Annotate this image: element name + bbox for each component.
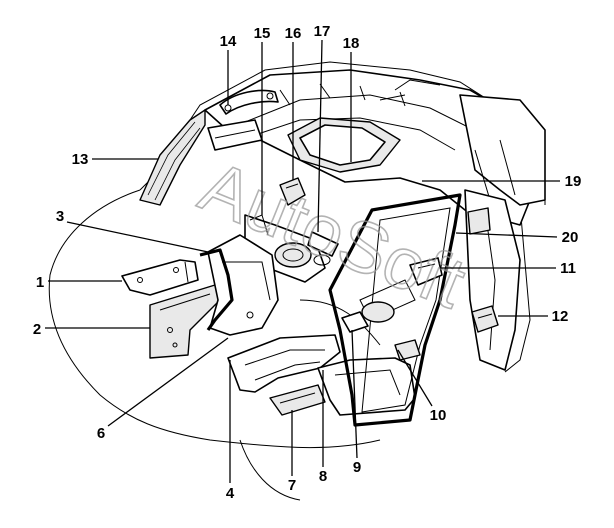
callout-7: 7	[288, 477, 296, 494]
grab-handle	[219, 89, 279, 115]
leader-line-3	[66, 221, 209, 253]
wheel-arch-trim	[199, 234, 279, 336]
callout-17: 17	[314, 23, 331, 40]
upper-bracket	[207, 119, 263, 151]
rear-inner-structure	[204, 69, 546, 371]
callout-20: 20	[562, 229, 579, 246]
leader-lines	[45, 39, 560, 483]
connector-part	[307, 231, 339, 266]
callout-16: 16	[285, 25, 302, 42]
clip-part	[279, 177, 306, 206]
callout-14: 14	[220, 33, 237, 50]
leader-line-10	[397, 349, 433, 407]
floor-plate	[269, 384, 326, 416]
callout-9: 9	[353, 459, 361, 476]
callout-2: 2	[33, 321, 41, 338]
side-clip	[471, 305, 499, 333]
latch-part	[409, 257, 443, 286]
leader-line-9	[351, 329, 358, 459]
callout-11: 11	[560, 260, 576, 277]
callout-1: 1	[36, 274, 44, 291]
callout-6: 6	[97, 425, 105, 442]
callout-8: 8	[319, 468, 327, 485]
callout-19: 19	[565, 173, 582, 190]
callout-18: 18	[343, 35, 360, 52]
door-frame-seal	[328, 193, 462, 427]
left-rear-pillar-panel	[139, 109, 206, 206]
callout-13: 13	[72, 151, 89, 168]
leader-line-6	[107, 337, 229, 427]
bracket-1	[121, 259, 199, 296]
callout-15: 15	[254, 25, 271, 42]
wall-bracket	[467, 207, 491, 235]
callout-12: 12	[552, 308, 569, 325]
callout-3: 3	[56, 208, 64, 225]
leader-line-20	[455, 232, 558, 238]
callout-10: 10	[430, 407, 447, 424]
callout-4: 4	[226, 485, 235, 502]
leader-line-17	[317, 39, 323, 233]
